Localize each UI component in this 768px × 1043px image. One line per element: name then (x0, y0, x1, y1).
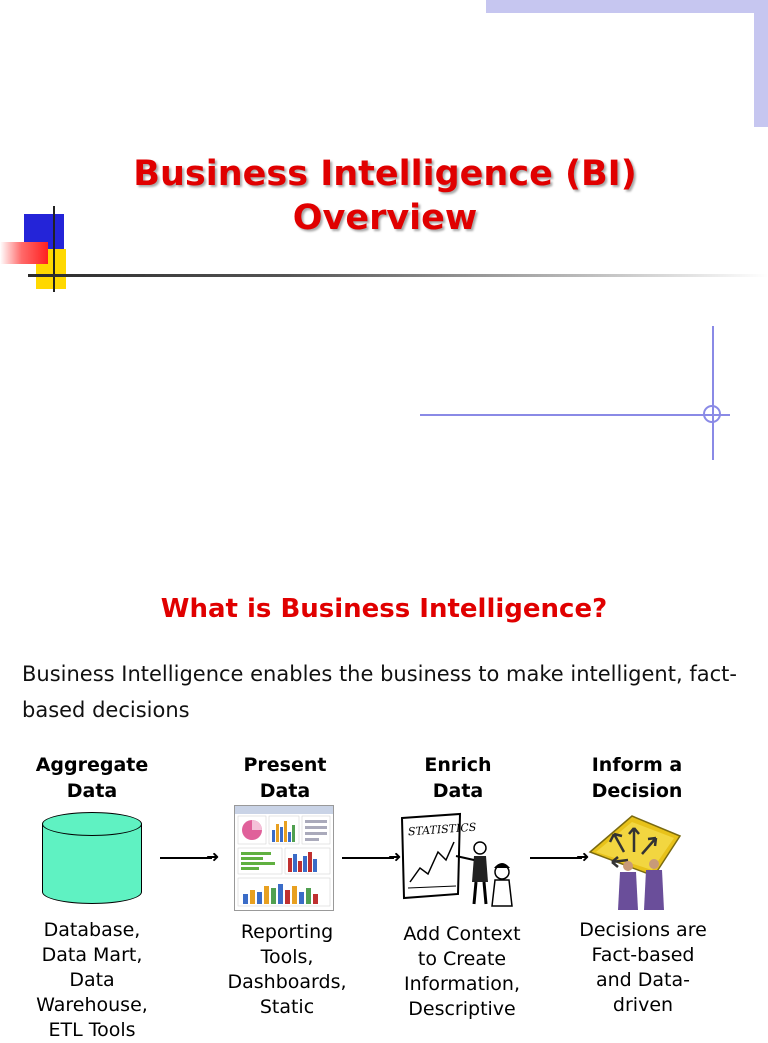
step-description-line: and Data- (595, 969, 690, 991)
step-description-line: Static (259, 996, 315, 1018)
step-heading-line: Present (243, 754, 327, 776)
decorative-red-gradient (0, 242, 48, 264)
slide-title-line1: Business Intelligence (BI) (133, 154, 637, 194)
step-description-inform: Decisions are Fact-based and Data- drive… (568, 918, 718, 1018)
step-heading-line: Decision (591, 780, 683, 802)
step-description-line: Warehouse, (36, 994, 148, 1016)
arrow-shaft (342, 857, 394, 859)
title-slide: Business Intelligence (BI) Overview (0, 0, 768, 520)
step-description-line: ETL Tools (48, 1019, 136, 1041)
dashboard-report-icon (234, 805, 334, 911)
step-description-line: Reporting (240, 921, 334, 943)
arrow-shaft (160, 857, 212, 859)
decorative-crosshair-horizontal (420, 414, 730, 416)
step-heading-line: Data (66, 780, 118, 802)
step-description-line: Tools, (260, 946, 314, 968)
flow-arrow-3: ➜ (530, 847, 590, 866)
step-heading-inform: Inform a Decision (572, 752, 702, 804)
step-description-line: Decisions are (579, 919, 707, 941)
decision-graphic (588, 815, 682, 910)
arrow-head-icon: ➜ (576, 847, 590, 866)
step-description-line: driven (612, 994, 674, 1016)
step-heading-line: Enrich (424, 754, 492, 776)
flow-arrow-1: ➜ (160, 847, 220, 866)
section-title: What is Business Intelligence? (160, 594, 608, 624)
decorative-right-bar (754, 13, 768, 127)
decorative-crosshair-circle (703, 405, 721, 423)
step-description-enrich: Add Context to Create Information, Descr… (392, 922, 532, 1022)
step-heading-line: Inform a (591, 754, 683, 776)
cylinder-top (42, 812, 142, 836)
step-description-aggregate: Database, Data Mart, Data Warehouse, ETL… (22, 918, 162, 1043)
step-description-line: Data Mart, (41, 944, 143, 966)
step-description-line: Information, (403, 973, 521, 995)
step-heading-line: Aggregate (35, 754, 149, 776)
arrow-shaft (530, 857, 582, 859)
intro-paragraph: Business Intelligence enables the busine… (22, 662, 737, 722)
decision-crossroads-icon (584, 812, 696, 912)
step-heading-aggregate: Aggregate Data (24, 752, 160, 804)
step-heading-present: Present Data (222, 752, 348, 804)
step-description-line: Descriptive (408, 998, 516, 1020)
step-description-line: to Create (417, 948, 507, 970)
flow-arrow-2: ➜ (342, 847, 402, 866)
decorative-vertical-line (53, 206, 55, 292)
arrow-head-icon: ➜ (388, 847, 402, 866)
arrow-head-icon: ➜ (206, 847, 220, 866)
step-heading-enrich: Enrich Data (398, 752, 518, 804)
step-heading-line: Data (432, 780, 484, 802)
title-underline (28, 274, 768, 277)
slide-title: Business Intelligence (BI) Overview (60, 152, 710, 240)
step-description-present: Reporting Tools, Dashboards, Static (218, 920, 356, 1020)
step-description-line: Fact-based (591, 944, 695, 966)
decorative-top-bar (486, 0, 768, 13)
slide-title-line2: Overview (292, 198, 478, 238)
decorative-crosshair-vertical (712, 326, 714, 460)
step-heading-line: Data (259, 780, 311, 802)
statistics-presentation-icon: STATISTICS (398, 812, 522, 912)
statistics-sign-label: STATISTICS (407, 821, 477, 839)
step-description-line: Add Context (403, 923, 521, 945)
database-cylinder-icon (42, 812, 142, 904)
step-description-line: Database, (43, 919, 141, 941)
step-description-line: Data (69, 969, 115, 991)
statistics-graphic: STATISTICS (400, 812, 513, 907)
content-slide: What is Business Intelligence? Business … (0, 520, 768, 1041)
step-description-line: Dashboards, (227, 971, 347, 993)
dashboard-graphic (235, 806, 333, 907)
